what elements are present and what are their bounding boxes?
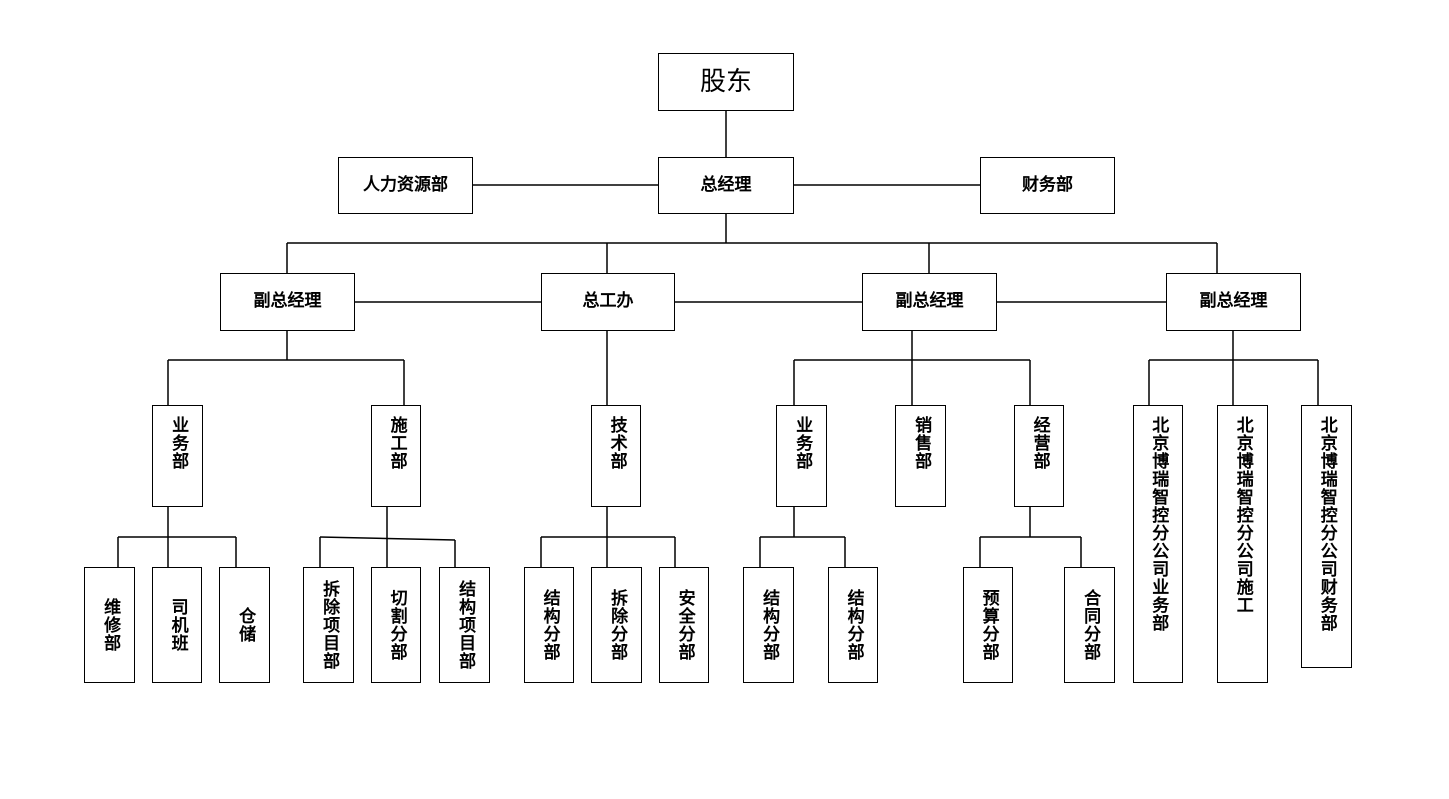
branch-finance-dept-box: 北京博瑞智控分公司财务部 [1301,405,1352,668]
budget-branch-label: 预算分部 [978,589,999,661]
vp2-box: 副总经理 [862,273,997,331]
maintenance-dept-label: 维修部 [100,598,121,652]
contract-branch-box: 合同分部 [1064,567,1115,683]
vp1-construction-dept-label: 施工部 [386,416,407,470]
vp3-label: 副总经理 [1199,291,1268,312]
maintenance-dept-box: 维修部 [84,567,135,683]
vp1-business-dept-label: 业务部 [168,416,189,470]
vp2-operations-dept-label: 经营部 [1029,416,1050,470]
hr-label: 人力资源部 [363,174,448,195]
vp1-business-dept-box: 业务部 [152,405,203,507]
vp2-sales-dept-box: 销售部 [895,405,946,507]
structure-project-dept-label: 结构项目部 [455,580,476,670]
branch-business-dept-label: 北京博瑞智控分公司业务部 [1148,416,1169,632]
vp1-construction-dept-box: 施工部 [371,405,421,507]
vp1-box: 副总经理 [220,273,355,331]
tech-dept-box: 技术部 [591,405,641,507]
business-structure-branch-a-box: 结构分部 [743,567,794,683]
chief-engineer-office-label: 总工办 [582,291,634,312]
vp3-box: 副总经理 [1166,273,1301,331]
demolition-project-dept-box: 拆除项目部 [303,567,354,683]
tech-demolition-branch-label: 拆除分部 [607,589,628,661]
general-manager-label: 总经理 [700,174,752,195]
cutting-branch-label: 切割分部 [386,589,407,661]
chief-engineer-office-box: 总工办 [541,273,675,331]
tech-safety-branch-box: 安全分部 [659,567,709,683]
vp2-business-dept-box: 业务部 [776,405,827,507]
general-manager-box: 总经理 [658,157,794,214]
tech-dept-label: 技术部 [606,416,627,470]
vp1-label: 副总经理 [253,291,322,312]
storage-label: 仓储 [235,607,256,643]
tech-safety-branch-label: 安全分部 [674,589,695,661]
branch-construction-label: 北京博瑞智控分公司施工 [1232,416,1253,614]
business-structure-branch-a-label: 结构分部 [759,589,780,661]
cutting-branch-box: 切割分部 [371,567,421,683]
branch-finance-dept-label: 北京博瑞智控分公司财务部 [1316,416,1337,632]
demolition-project-dept-label: 拆除项目部 [319,580,340,670]
budget-branch-box: 预算分部 [963,567,1013,683]
tech-structure-branch-label: 结构分部 [539,589,560,661]
finance-box: 财务部 [980,157,1115,214]
shareholders-box: 股东 [658,53,794,111]
branch-business-dept-box: 北京博瑞智控分公司业务部 [1133,405,1183,683]
business-structure-branch-b-box: 结构分部 [828,567,878,683]
shareholders-label: 股东 [699,66,752,97]
drivers-team-box: 司机班 [152,567,202,683]
tech-demolition-branch-box: 拆除分部 [591,567,642,683]
storage-box: 仓储 [219,567,270,683]
finance-label: 财务部 [1022,174,1073,195]
vp2-sales-dept-label: 销售部 [911,416,932,470]
structure-project-dept-box: 结构项目部 [439,567,490,683]
business-structure-branch-b-label: 结构分部 [843,589,864,661]
contract-branch-label: 合同分部 [1080,589,1101,661]
hr-box: 人力资源部 [338,157,473,214]
vp2-operations-dept-box: 经营部 [1014,405,1064,507]
vp2-label: 副总经理 [895,291,964,312]
branch-construction-box: 北京博瑞智控分公司施工 [1217,405,1268,683]
drivers-team-label: 司机班 [167,598,188,652]
vp2-business-dept-label: 业务部 [792,416,813,470]
tech-structure-branch-box: 结构分部 [524,567,574,683]
